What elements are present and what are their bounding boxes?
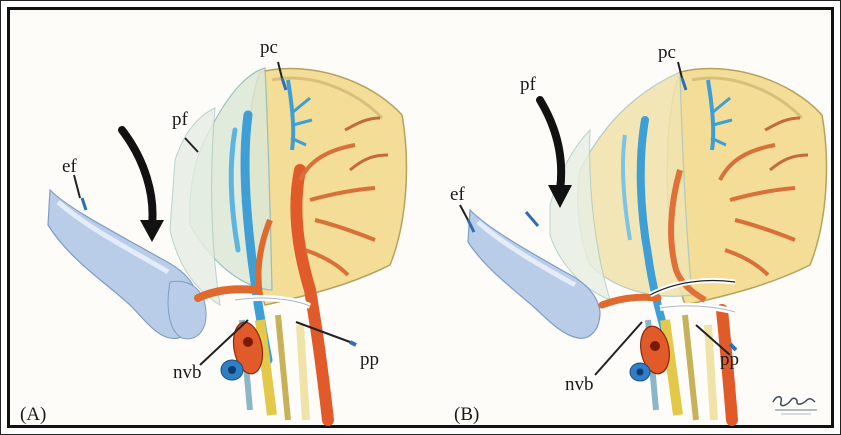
panel-letter-a: (A)	[20, 405, 46, 424]
prostate-capsule-b	[667, 69, 826, 305]
rotation-arrow-b	[540, 100, 561, 190]
label-pf-a: pf	[172, 110, 188, 129]
panel-a: ef pf pc nvb pp (A)	[10, 20, 420, 435]
rotation-arrow-a	[122, 130, 153, 225]
panel-a-illustration	[10, 20, 420, 435]
panel-b: ef pf pc nvb pp (B)	[430, 20, 840, 435]
label-pp-b: pp	[720, 350, 739, 369]
label-ef-a: ef	[62, 157, 77, 176]
figure-inner-frame: ef pf pc nvb pp (A)	[7, 7, 834, 428]
panel-b-illustration	[430, 20, 840, 435]
label-pc-a: pc	[260, 38, 278, 57]
label-pp-a: pp	[360, 350, 379, 369]
label-ef-b: ef	[450, 185, 465, 204]
label-nvb-a: nvb	[173, 363, 202, 382]
label-pf-b: pf	[520, 75, 536, 94]
label-nvb-b: nvb	[565, 375, 594, 394]
artist-signature	[767, 388, 821, 418]
panel-letter-b: (B)	[454, 405, 479, 424]
label-pc-b: pc	[658, 43, 676, 62]
